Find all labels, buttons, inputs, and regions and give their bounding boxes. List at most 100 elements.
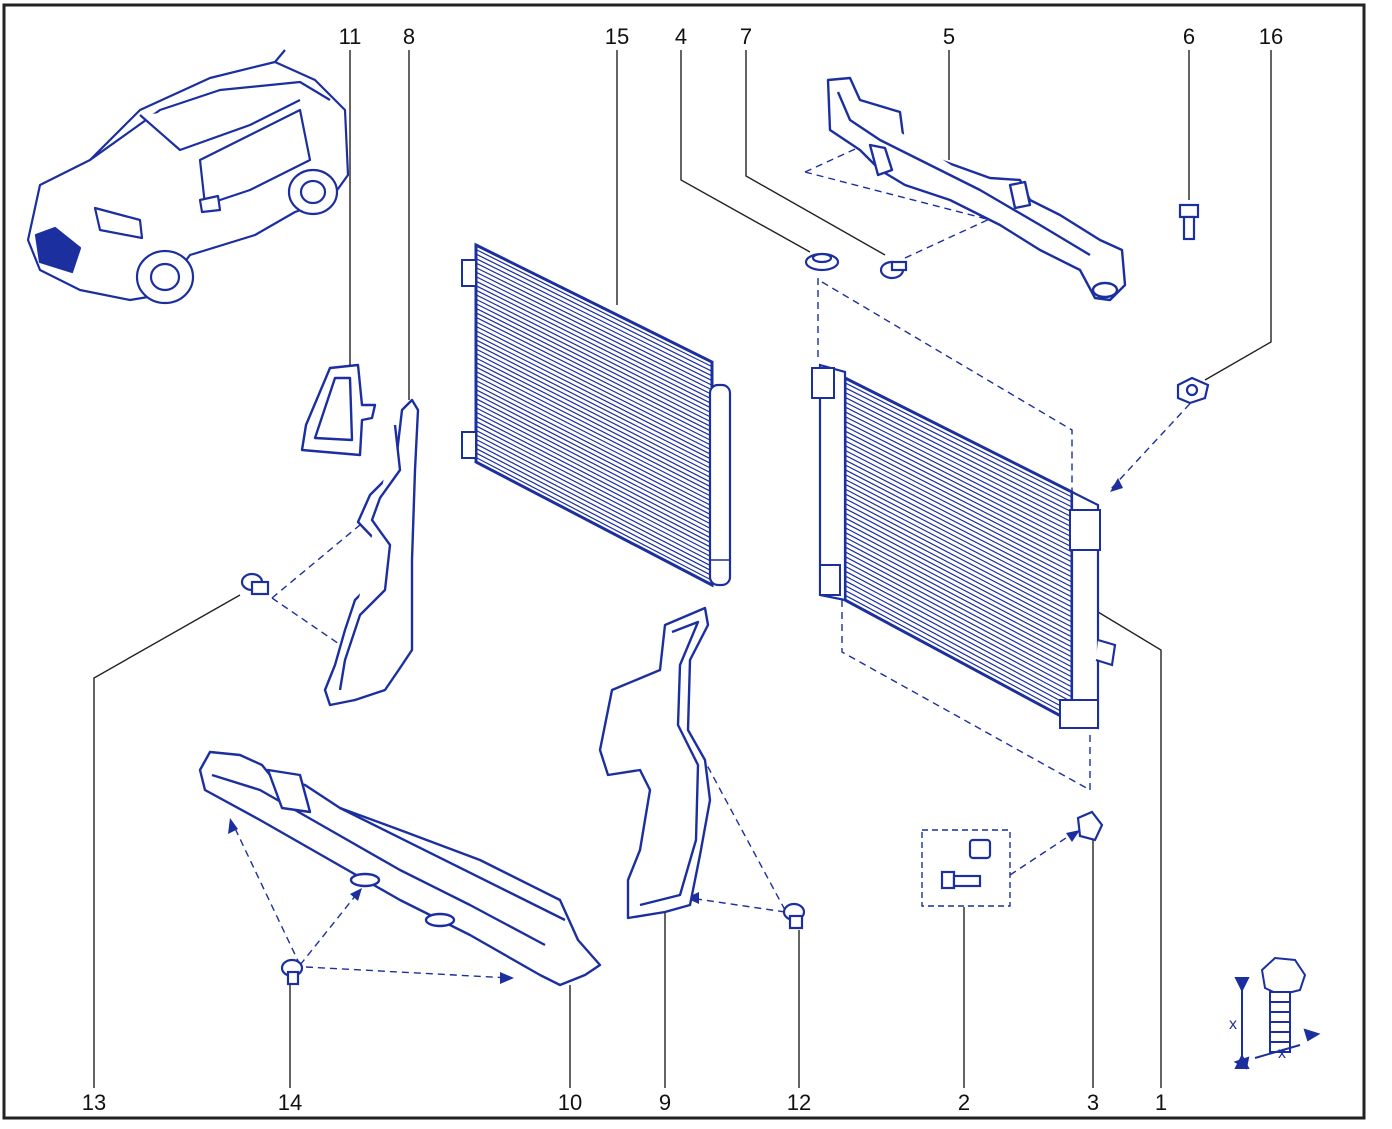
fin-line (844, 531, 1073, 653)
callout-13: 13 (82, 1090, 106, 1115)
fin-line (844, 391, 1073, 508)
leader-4 (680, 50, 811, 253)
fin-line (844, 546, 1073, 668)
fin-line (844, 493, 1073, 613)
fin-line (844, 464, 1073, 583)
clip-part-14 (280, 958, 304, 986)
fin-line (844, 454, 1073, 573)
washer-part-16 (1176, 376, 1210, 405)
fin-line (475, 452, 713, 577)
fin-line (844, 551, 1073, 673)
fin-line (475, 271, 713, 391)
callout-labels: 11 8 15 4 7 5 6 16 13 14 10 9 12 2 3 1 (82, 24, 1283, 1115)
callout-9: 9 (659, 1090, 671, 1115)
fin-line (844, 459, 1073, 578)
upper-crossmember-part-5 (826, 76, 1127, 302)
fin-line (844, 488, 1073, 608)
callout-15: 15 (605, 24, 629, 49)
fin-line (475, 343, 713, 465)
callout-16: 16 (1259, 24, 1283, 49)
fin-line (475, 420, 713, 544)
callout-10: 10 (558, 1090, 582, 1115)
clip-part-7 (879, 260, 908, 280)
fin-line (475, 362, 713, 484)
fin-line (475, 280, 713, 400)
fin-line (475, 393, 713, 516)
fin-line (475, 416, 713, 540)
fin-line (844, 430, 1073, 548)
torque-symbol: x x (1229, 956, 1321, 1070)
fin-line (475, 398, 713, 521)
fin-line (844, 416, 1073, 533)
fin-line (475, 438, 713, 563)
fin-line (475, 389, 713, 512)
fin-line (844, 401, 1073, 518)
torque-mark-x1: x (1229, 1016, 1237, 1033)
fin-line (475, 411, 713, 535)
fin-line (475, 325, 713, 447)
fin-line (475, 258, 713, 377)
fin-line (475, 357, 713, 479)
fin-line (475, 425, 713, 549)
clip-part-12 (782, 902, 806, 930)
fin-line (844, 575, 1073, 698)
fin-line (844, 556, 1073, 678)
callout-6: 6 (1183, 24, 1195, 49)
leader-7 (745, 50, 886, 256)
lower-deflector-part-10 (198, 750, 602, 987)
callout-2: 2 (958, 1090, 970, 1115)
left-deflector-part-8 (323, 398, 420, 707)
fin-line (844, 589, 1073, 713)
fin-line (475, 267, 713, 386)
callout-14: 14 (278, 1090, 302, 1115)
bolt-part-6 (1178, 203, 1200, 241)
fin-line (475, 352, 713, 475)
fin-line (475, 447, 713, 572)
fin-line (844, 420, 1073, 538)
fin-line (844, 565, 1073, 688)
callout-5: 5 (943, 24, 955, 49)
fin-line (844, 502, 1073, 623)
fin-line (844, 449, 1073, 568)
kit-box-part-2 (921, 829, 1011, 907)
fin-line (844, 560, 1073, 683)
fin-line (475, 276, 713, 396)
fin-line (475, 262, 713, 382)
grommet-part-4 (804, 252, 840, 272)
condenser-part-15 (461, 242, 732, 588)
callout-8: 8 (403, 24, 415, 49)
fin-line (475, 307, 713, 428)
fin-line (475, 402, 713, 526)
leader-16 (1204, 50, 1272, 381)
fin-line (844, 512, 1073, 633)
torque-mark-x2: x (1278, 1045, 1286, 1062)
fin-line (475, 330, 713, 451)
leader-13 (93, 594, 241, 1088)
fin-line (475, 380, 713, 502)
fin-line (844, 498, 1073, 618)
fin-line (475, 303, 713, 423)
fin-line (844, 440, 1073, 558)
fin-line (475, 443, 713, 567)
assembly-lines (231, 139, 1199, 979)
leader-1 (1097, 611, 1162, 1088)
fin-line (844, 527, 1073, 648)
fin-line (844, 445, 1073, 563)
fin-line (844, 517, 1073, 638)
fin-line (475, 334, 713, 456)
fin-line (475, 407, 713, 530)
fin-line (475, 316, 713, 437)
diagram-border (2, 3, 1366, 1120)
clip-part-13 (240, 572, 270, 596)
fin-line (844, 594, 1073, 718)
fin-line (844, 382, 1073, 498)
bolt-nut-kit-part-2 (940, 838, 992, 890)
fin-line (844, 570, 1073, 693)
fin-line (475, 321, 713, 442)
fin-line (844, 406, 1073, 523)
fin-line (844, 536, 1073, 658)
fin-line (844, 507, 1073, 628)
fin-line (844, 522, 1073, 643)
